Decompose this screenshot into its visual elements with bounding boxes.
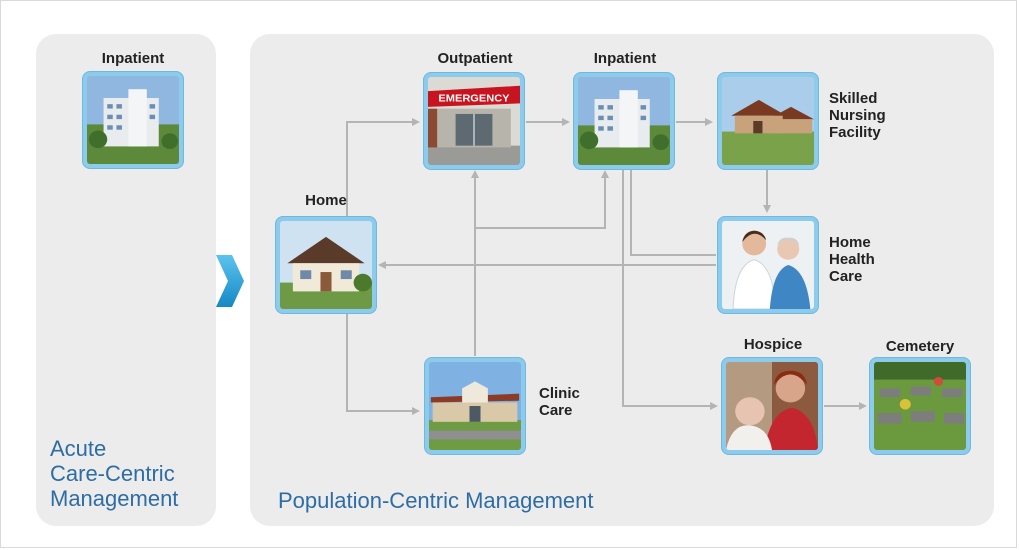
population-title: Population-Centric Management (278, 488, 594, 513)
acute-care-title: Acute Care-Centric Management (50, 436, 179, 511)
clinic-label: Clinic Care (539, 385, 580, 419)
skilled-nursing-label: Skilled Nursing Facility (829, 90, 886, 141)
cemetery-label: Cemetery (885, 338, 955, 355)
outpatient-image: EMERGENCY (424, 73, 524, 169)
clinic-to-inpatient-arrow (475, 170, 609, 229)
clinic-image (425, 358, 525, 454)
left-inpatient-image (83, 72, 183, 168)
cemetery-image (870, 358, 970, 454)
home-to-outpatient-arrow (346, 118, 420, 218)
transition-chevron-icon (216, 255, 244, 307)
inpatient-label: Inpatient (593, 50, 657, 67)
left-inpatient-label: Inpatient (101, 50, 165, 67)
home-to-clinic-arrow (346, 313, 420, 415)
home-label: Home (305, 192, 347, 209)
home-health-image (718, 217, 818, 313)
home-image (276, 217, 376, 313)
emergency-sign: EMERGENCY (438, 93, 510, 105)
home-health-label: Home Health Care (829, 234, 875, 285)
hospice-label: Hospice (743, 336, 803, 353)
inpatient-image (574, 73, 674, 169)
hospice-image (722, 358, 822, 454)
skilled-nursing-image (718, 73, 818, 169)
inpatient-to-hospice-arrow (622, 168, 718, 410)
inpatient-to-homehealth-arrow (630, 168, 716, 256)
outpatient-label: Outpatient (437, 50, 513, 67)
